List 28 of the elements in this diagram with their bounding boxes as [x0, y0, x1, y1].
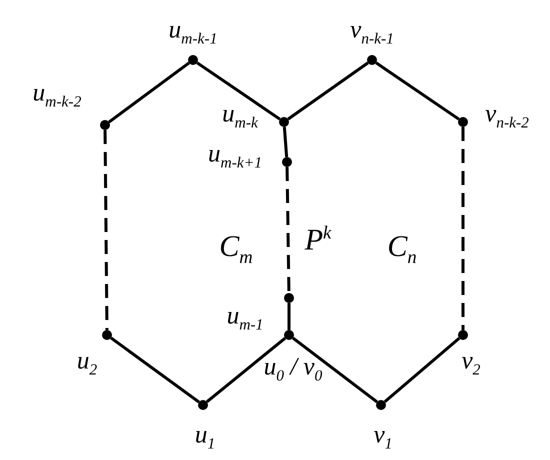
edge-line — [206, 337, 286, 403]
vertex-label: u$_{0}$ / v$_{0}$ — [264, 354, 322, 384]
vertex-label: v$_{1}$ — [374, 422, 392, 452]
edge-line — [110, 336, 200, 404]
dashed-edge — [286, 166, 290, 294]
cycle-label: C$_{m}$ — [219, 232, 253, 268]
vertex-label: u$_{m-1}$ — [226, 303, 264, 333]
edge-line — [282, 126, 288, 158]
edge-line — [292, 336, 378, 404]
vertex-label: v$_{n-k-1}$ — [350, 17, 394, 47]
vertex-label: v$_{n-k-2}$ — [485, 101, 529, 131]
edge-line — [288, 303, 290, 330]
edge-line — [108, 62, 190, 124]
vertex-label: u$_{m-k-1}$ — [168, 17, 218, 47]
edge-line — [384, 337, 460, 403]
vertex-label: u$_{m-k-2}$ — [32, 80, 82, 110]
cycle-label: P$^{k}$ — [304, 224, 332, 256]
vertex-label: u$_{m-k+1}$ — [208, 141, 262, 171]
cycle-label: C$_{n}$ — [387, 232, 417, 268]
vertex-label: v$_{2}$ — [462, 348, 480, 378]
edge-line — [287, 62, 369, 120]
vertex-label: u$_{2}$ — [76, 348, 98, 378]
vertex-label: u$_{m-k}$ — [222, 101, 258, 131]
dashed-edge — [462, 127, 464, 330]
edge-line — [196, 62, 281, 120]
dashed-edge — [104, 130, 108, 330]
edge-line — [375, 62, 460, 120]
vertex-label: u$_{1}$ — [194, 422, 216, 452]
